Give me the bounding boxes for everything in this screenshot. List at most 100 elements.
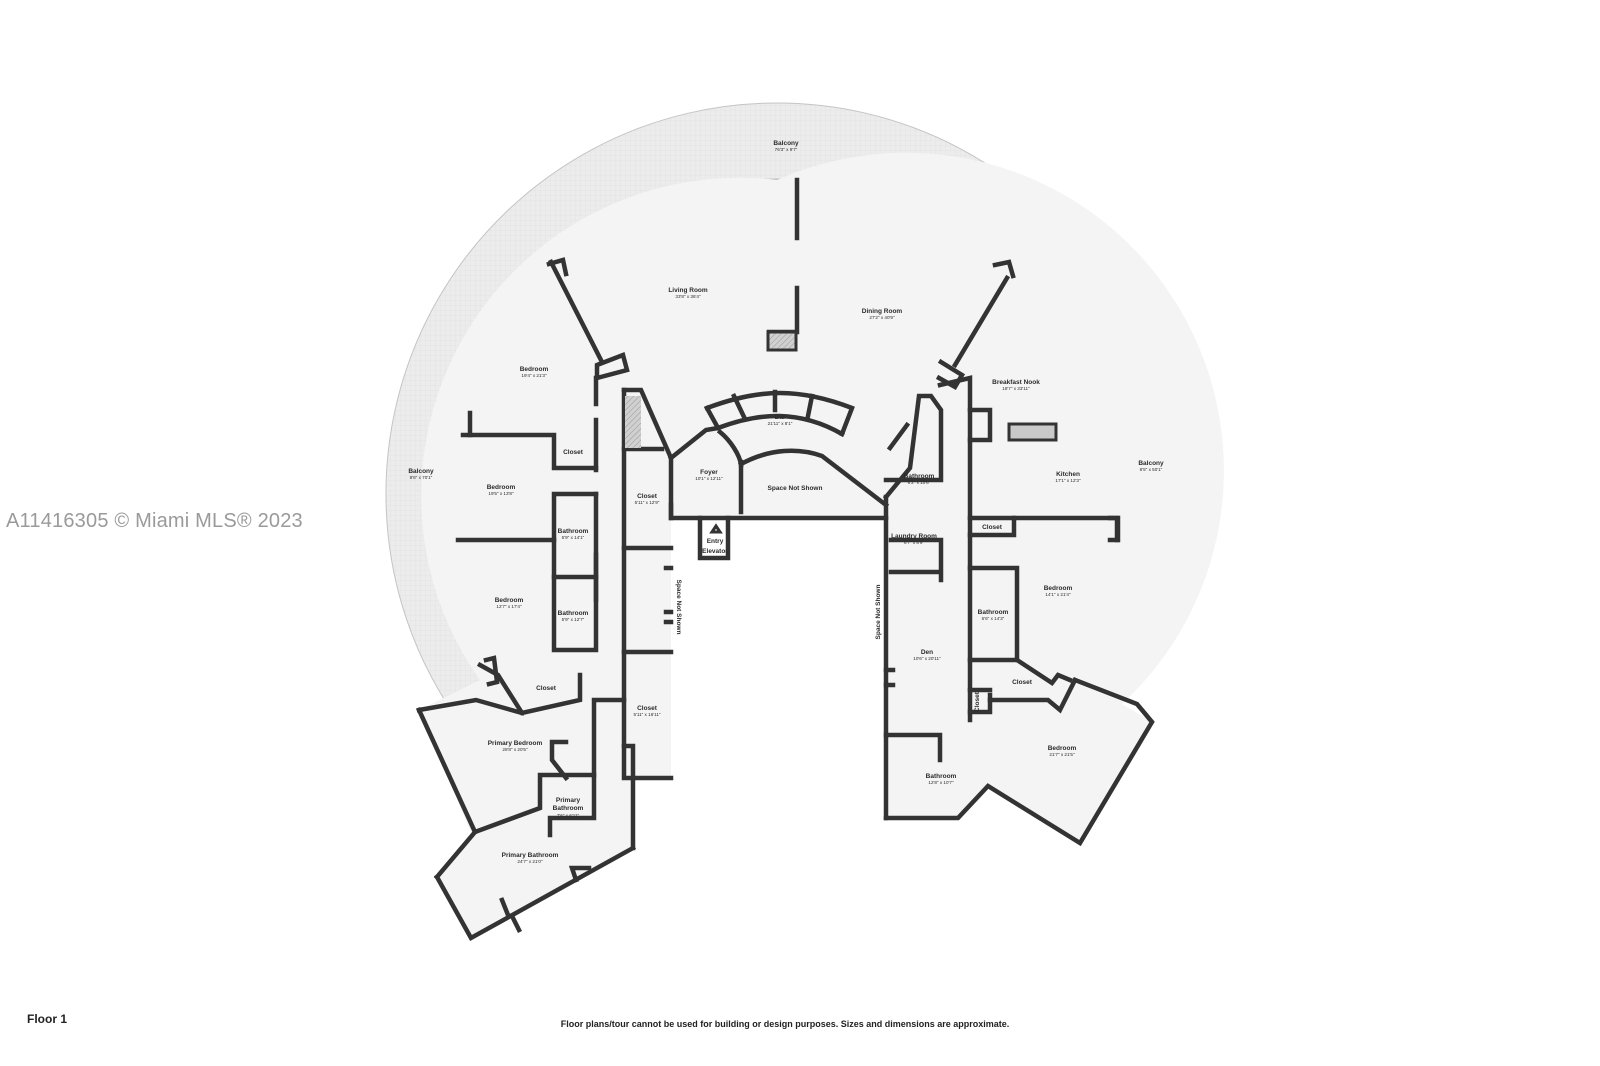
room-label: Primary Bedroom 28'8" x 20'5" [488, 740, 543, 752]
room-name: Closet [974, 691, 981, 712]
walls [416, 177, 1155, 942]
room-name: Space Not Shown [768, 485, 823, 492]
room-dim: 8'6" x 70'1" [410, 475, 433, 480]
room-dim: 12'8" x 10'7" [928, 780, 954, 785]
room-name: Bathroom [926, 773, 957, 780]
room-dim: 5'11" x 16'11" [633, 712, 660, 717]
room-label: Bedroom 14'1" x 21'4" [1044, 585, 1073, 597]
room-name: Dining Room [862, 308, 903, 315]
room-label: Space Not Shown [875, 585, 882, 640]
room-label: Closet 5'11" x 16'11" [633, 705, 660, 717]
room-label: Balcony 8'6" x 70'1" [408, 468, 434, 480]
room-name: Bathroom [553, 805, 584, 812]
room-dim: 17'1" x 12'3" [1055, 478, 1081, 483]
room-label: Bedroom 21'7" x 21'5" [1048, 745, 1077, 757]
room-label: Bathroom 5'9" x 12'7" [558, 610, 589, 622]
room-dim: 8'5" x 50'1" [1140, 467, 1163, 472]
room-dim: 6'7" x 8'9" [904, 540, 924, 545]
room-label: Closet [982, 524, 1003, 531]
room-name: Closet [1012, 679, 1033, 686]
room-dim: 18'7" x 33'11" [1002, 386, 1030, 391]
room-name: Bathroom [558, 528, 589, 535]
room-name: Closet [982, 524, 1003, 531]
room-label: Space Not Shown [768, 485, 823, 492]
room-name: Den [921, 649, 933, 656]
room-label: Balcony 76'3" x 9'7" [773, 140, 799, 152]
room-label: Closet [1012, 679, 1033, 686]
room-name: Primary [556, 797, 581, 804]
room-dim: 10'1" x 12'11" [695, 476, 723, 481]
room-dim: 10'6" x 20'11" [913, 656, 941, 661]
room-label: Balcony 8'5" x 50'1" [1138, 460, 1164, 472]
watermark: A11416305 © Miami MLS® 2023 [6, 510, 303, 532]
room-label: Space Not Shown [675, 580, 682, 635]
room-name: Foyer [700, 469, 718, 476]
room-name: Bathroom [904, 473, 935, 480]
room-name: Balcony [1138, 460, 1164, 467]
room-label: Dining Room 27'2" x 40'9" [862, 308, 903, 320]
room-label: Primary Bathroom 24'7" x 21'0" [502, 852, 559, 864]
room-name: Balcony [408, 468, 434, 475]
room-name: Space Not Shown [875, 585, 882, 640]
room-dim: 76'3" x 9'7" [775, 147, 798, 152]
disclaimer: Floor plans/tour cannot be used for buil… [560, 1019, 1010, 1029]
room-label: Living Room 33'8" x 36'4" [668, 287, 708, 299]
room-label: Bedroom 19'5" x 13'8" [487, 484, 516, 496]
room-name: Space Not Shown [675, 580, 682, 635]
room-label: Closet [974, 691, 981, 712]
room-name: Bedroom [495, 597, 524, 604]
floor-label: Floor 1 [27, 1012, 68, 1026]
room-label: Bedroom 19'4" x 21'3" [520, 366, 549, 378]
room-name: Closet [637, 493, 658, 500]
room-dim: 19'5" x 13'8" [488, 491, 514, 496]
room-label: Bar 21'11" x 8'1" [768, 414, 793, 426]
room-name: Closet [637, 705, 658, 712]
room-name: Bathroom [978, 609, 1009, 616]
room-dim: 5'9" x 12'7" [562, 617, 585, 622]
interior-floor [419, 152, 1224, 938]
room-name: Entry [707, 538, 724, 545]
room-label: Bedroom 12'7" x 17'4" [495, 597, 524, 609]
room-label: Elevator [702, 548, 728, 555]
room-dim: 27'2" x 40'9" [869, 315, 895, 320]
room-dim: 5'11" x 12'9" [635, 500, 660, 505]
room-dim: 28'8" x 20'5" [502, 747, 528, 752]
room-dim: 21'11" x 8'1" [768, 421, 793, 426]
room-dim: 5'9" x 14'1" [562, 535, 585, 540]
room-label: Laundry Room 6'7" x 8'9" [891, 533, 937, 545]
room-name: Primary Bathroom [502, 852, 559, 859]
room-label: Bathroom 12'8" x 10'7" [926, 773, 957, 785]
room-name: Bedroom [1048, 745, 1077, 752]
room-name: Bedroom [1044, 585, 1073, 592]
room-labels: Balcony 76'3" x 9'7" Living Room 33'8" x… [408, 140, 1164, 864]
room-name: Closet [536, 685, 557, 692]
room-dim: 14'1" x 21'4" [1045, 592, 1071, 597]
room-dim: 7'6" x 6'11" [557, 813, 580, 818]
room-name: Bedroom [520, 366, 549, 373]
room-label: Kitchen 17'1" x 12'3" [1055, 471, 1081, 483]
room-dim: 33'8" x 36'4" [675, 294, 701, 299]
room-label: Closet [563, 449, 584, 456]
room-name: Bar [775, 414, 786, 421]
room-name: Laundry Room [891, 533, 937, 540]
room-label: Entry [707, 538, 724, 545]
room-dim: 6'2" x 10'6" [908, 480, 931, 485]
kitchen-island [1007, 422, 1058, 442]
room-name: Primary Bedroom [488, 740, 543, 747]
room-label: Bathroom 5'9" x 14'1" [558, 528, 589, 540]
column [766, 330, 798, 352]
room-name: Breakfast Nook [992, 379, 1040, 386]
room-name: Closet [563, 449, 584, 456]
room-label: Closet 5'11" x 12'9" [635, 493, 660, 505]
room-label: Bathroom 6'2" x 10'6" [904, 473, 935, 485]
room-label: Den 10'6" x 20'11" [913, 649, 941, 661]
room-dim: 5'6" x 14'3" [982, 616, 1005, 621]
room-label: Breakfast Nook 18'7" x 33'11" [992, 379, 1040, 391]
room-dim: 12'7" x 17'4" [496, 604, 522, 609]
room-name: Bathroom [558, 610, 589, 617]
room-dim: 19'4" x 21'3" [521, 373, 547, 378]
room-name: Balcony [773, 140, 799, 147]
room-label: Primary Bathroom 7'6" x 6'11" [553, 797, 584, 818]
room-name: Bedroom [487, 484, 516, 491]
